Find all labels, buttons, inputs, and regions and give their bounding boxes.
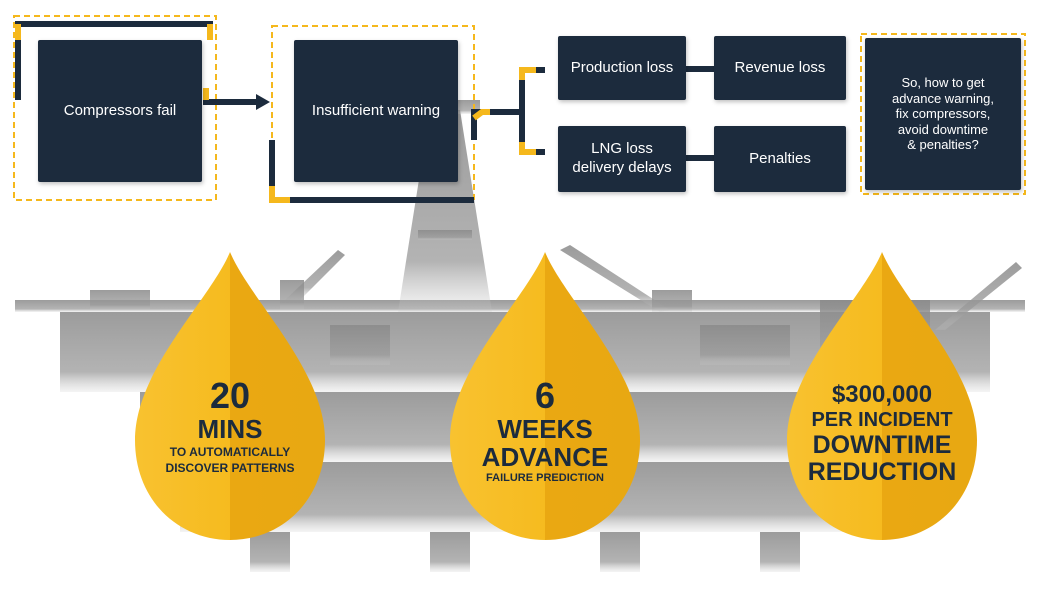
lng-loss-box: LNG loss delivery delays [558, 126, 686, 192]
question-line4: avoid downtime [897, 121, 989, 137]
compressors-fail-label: Compressors fail [63, 101, 177, 119]
insufficient-warning-label: Insufficient warning [311, 101, 441, 119]
insufficient-warning-box: Insufficient warning [294, 40, 458, 182]
lng-loss-line1: LNG loss [591, 140, 653, 158]
droplet-1-unit: MINS [197, 414, 263, 444]
droplet-1-caption-1: TO AUTOMATICALLY [169, 445, 291, 459]
question-line2: advance warning, [892, 90, 994, 106]
droplet-2-line1: WEEKS [497, 414, 593, 444]
question-line3: fix compressors, [895, 106, 991, 122]
revenue-loss-label: Revenue loss [734, 58, 826, 76]
flow-connectors [13, 15, 1026, 203]
droplet-3-amount: $300,000 [831, 381, 933, 408]
droplet-1 [135, 252, 325, 540]
production-loss-label: Production loss [570, 58, 674, 76]
penalties-label: Penalties [749, 149, 811, 167]
compressors-fail-box: Compressors fail [38, 40, 202, 182]
droplet-3-line2: PER INCIDENT [811, 409, 953, 431]
droplet-3-line4: REDUCTION [807, 458, 957, 486]
droplet-2 [450, 252, 640, 540]
droplet-1-number: 20 [209, 375, 251, 416]
droplet-2-text: 6 WEEKS ADVANCE FAILURE PREDICTION [450, 378, 640, 484]
revenue-loss-box: Revenue loss [714, 36, 846, 100]
question-line5: & penalties? [907, 137, 979, 153]
droplet-2-number: 6 [534, 375, 556, 416]
question-box: So, how to get advance warning, fix comp… [865, 38, 1021, 190]
question-line1: So, how to get [901, 75, 985, 91]
penalties-box: Penalties [714, 126, 846, 192]
droplet-3 [787, 252, 977, 540]
droplet-2-caption: FAILURE PREDICTION [486, 472, 604, 484]
droplet-1-caption-2: DISCOVER PATTERNS [165, 461, 295, 475]
production-loss-box: Production loss [558, 36, 686, 100]
droplet-1-text: 20 MINS TO AUTOMATICALLY DISCOVER PATTER… [135, 375, 325, 475]
droplet-2-line2: ADVANCE [481, 442, 609, 472]
lng-loss-line2: delivery delays [572, 159, 672, 176]
lng-loss-label: LNG loss delivery delays [562, 140, 681, 178]
droplet-3-text: $300,000 PER INCIDENT DOWNTIME REDUCTION [787, 383, 977, 485]
question-text: So, how to get advance warning, fix comp… [882, 75, 1004, 153]
droplet-3-line3: DOWNTIME [812, 431, 952, 459]
